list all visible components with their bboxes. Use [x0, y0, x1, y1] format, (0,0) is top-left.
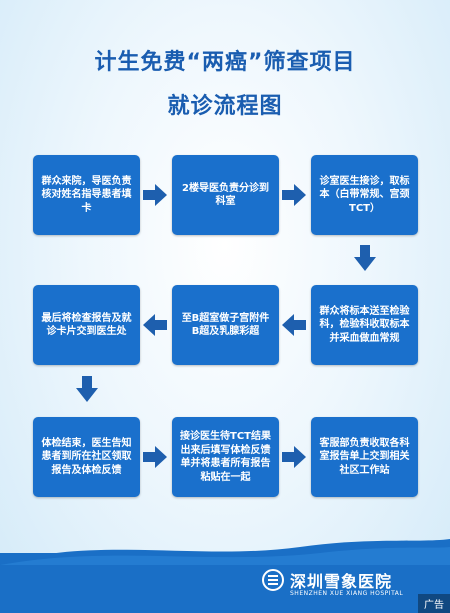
- title-line-2: 就诊流程图: [167, 94, 283, 119]
- arrow-left-icon: [143, 314, 167, 336]
- step-8-box: 接诊医生待TCT结果出来后填写体检反馈单并将患者所有报告粘贴在一起: [172, 417, 279, 497]
- ad-badge: 广告: [418, 594, 450, 613]
- step-6-box: 最后将检查报告及就诊卡片交到医生处: [33, 285, 140, 365]
- arrow-right-icon: [282, 446, 306, 468]
- wave-decoration: [0, 539, 450, 565]
- arrow-right-icon: [143, 446, 167, 468]
- arrow-down-icon: [354, 245, 376, 271]
- step-9-box: 客服部负责收取各科室报告单上交到相关社区工作站: [311, 417, 418, 497]
- step-1-box: 群众来院，导医负责核对姓名指导患者填卡: [33, 155, 140, 235]
- arrow-down-icon: [76, 376, 98, 402]
- step-2-box: 2楼导医负责分诊到科室: [172, 155, 279, 235]
- title-line-1: 计生免费“两癌”筛查项目: [94, 50, 356, 75]
- footer-band: [0, 539, 450, 613]
- hospital-logo-icon: [262, 569, 284, 591]
- hospital-logo: 深圳雪象医院: [262, 568, 392, 592]
- hospital-name-en: SHENZHEN XUE XIANG HOSPITAL: [290, 590, 404, 597]
- arrow-left-icon: [282, 314, 306, 336]
- arrow-right-icon: [282, 184, 306, 206]
- step-7-box: 体检结束，医生告知患者到所在社区领取报告及体检反馈: [33, 417, 140, 497]
- step-4-box: 群众将标本送至检验科，检验科收取标本并采血做血常规: [311, 285, 418, 365]
- step-3-box: 诊室医生接诊，取标本（白带常规、宫颈TCT）: [311, 155, 418, 235]
- step-5-box: 至B超室做子宫附件B超及乳腺彩超: [172, 285, 279, 365]
- hospital-name: 深圳雪象医院: [290, 572, 393, 591]
- arrow-right-icon: [143, 184, 167, 206]
